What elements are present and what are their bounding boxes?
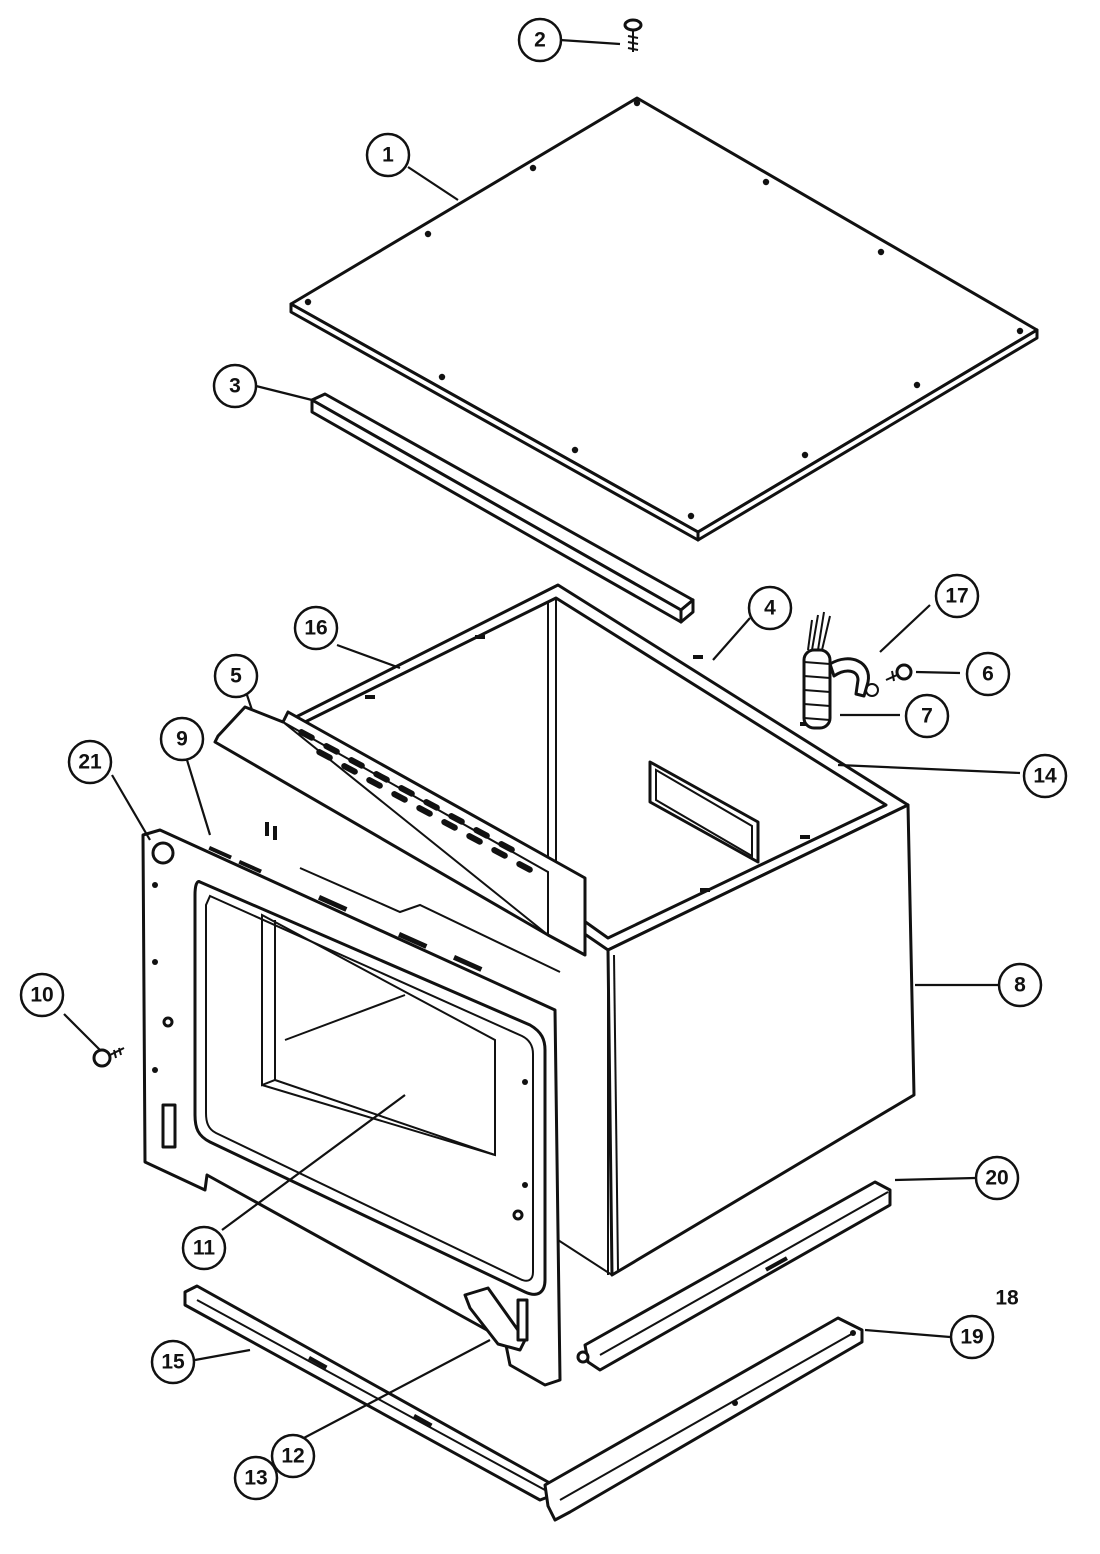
callout-1: 1 (365, 132, 411, 178)
svg-text:20: 20 (985, 1167, 1008, 1190)
clamp-screw (885, 663, 913, 682)
svg-text:7: 7 (921, 705, 933, 728)
callout-6: 6 (965, 651, 1011, 697)
callout-15: 15 (150, 1339, 196, 1385)
callout-3: 3 (212, 363, 258, 409)
vent-panel (213, 705, 587, 957)
callout-19: 17 (934, 573, 980, 619)
callout-20: 20 (974, 1155, 1020, 1201)
callout-4: 4 (747, 585, 793, 631)
svg-text:10: 10 (30, 984, 53, 1007)
svg-text:16: 16 (304, 617, 327, 640)
bottom-rear-rail (576, 1180, 892, 1372)
leader-lines (63, 38, 1021, 1441)
side-screw (92, 1047, 125, 1068)
svg-text:17: 17 (945, 585, 968, 608)
callout-17: 19 (949, 1314, 995, 1360)
svg-text:2: 2 (534, 29, 546, 52)
top-panel (289, 96, 1039, 542)
svg-text:4: 4 (764, 597, 776, 620)
callout-8: 8 (997, 962, 1043, 1008)
cable-clamp (828, 657, 879, 698)
svg-text:6: 6 (982, 663, 994, 686)
top-trim-channel (310, 392, 695, 624)
callout-10: 10 (19, 972, 65, 1018)
svg-text:18: 18 (995, 1287, 1019, 1310)
svg-text:12: 12 (281, 1445, 304, 1468)
callout-13: 13 (233, 1455, 279, 1501)
label-18: 18 (995, 1287, 1019, 1310)
svg-text:15: 15 (161, 1351, 185, 1374)
door-hinge (463, 1286, 529, 1352)
callout-2: 2 (517, 17, 563, 63)
callout-7: 7 (904, 693, 950, 739)
callout-5: 5 (213, 653, 259, 699)
svg-text:14: 14 (1033, 765, 1057, 788)
top-screw (623, 18, 643, 52)
svg-text:11: 11 (193, 1237, 216, 1260)
svg-text:9: 9 (176, 728, 188, 751)
front-frame (141, 822, 562, 1387)
callout-11: 11 (181, 1225, 227, 1271)
cabinet-box (278, 583, 916, 1277)
top-panel-screw-holes (304, 99, 1024, 520)
svg-text:5: 5 (230, 665, 242, 688)
wiring-harness (802, 611, 832, 730)
bottom-side-rail (543, 1316, 864, 1522)
svg-text:19: 19 (960, 1326, 983, 1349)
svg-text:8: 8 (1014, 974, 1026, 997)
svg-text:1: 1 (382, 144, 394, 167)
callout-16: 16 (293, 605, 339, 651)
callout-21: 21 (67, 739, 113, 785)
svg-text:13: 13 (244, 1467, 267, 1490)
callout-14: 14 (1022, 753, 1068, 799)
svg-text:21: 21 (78, 751, 102, 774)
vent-slots (298, 729, 533, 873)
callout-12: 12 (270, 1433, 316, 1479)
svg-text:3: 3 (229, 375, 241, 398)
callout-9: 9 (159, 716, 205, 762)
